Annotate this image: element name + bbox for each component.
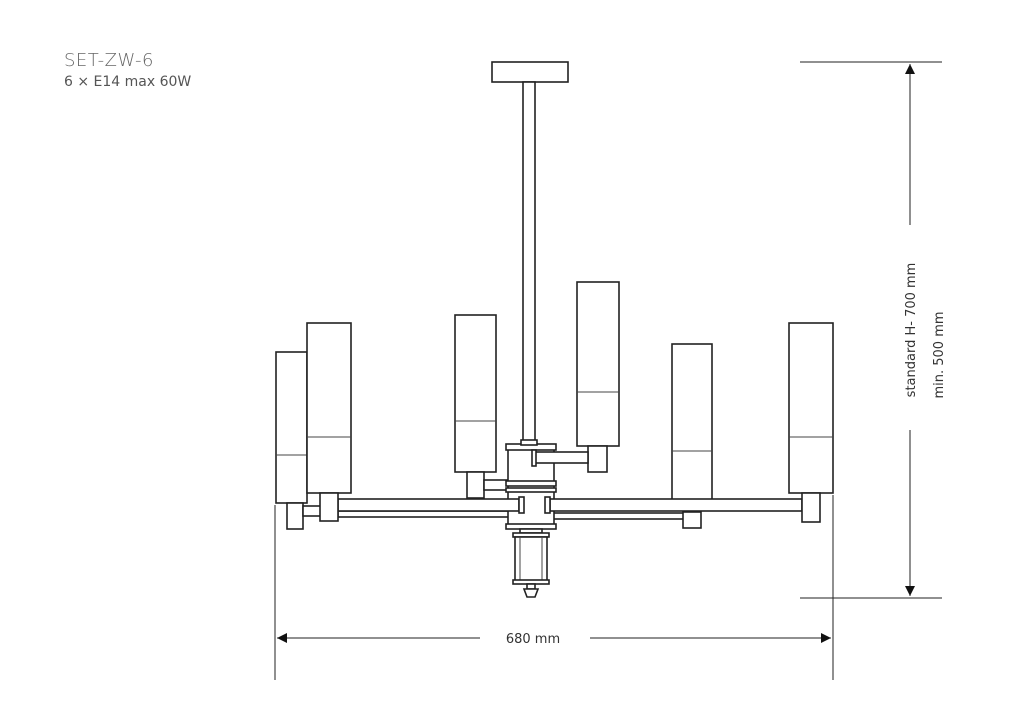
height-standard-label: standard H- 700 mm xyxy=(904,263,919,398)
height-min-label: min. 500 mm xyxy=(932,311,947,398)
lamp-shade-6 xyxy=(788,322,834,523)
arm-back-left xyxy=(337,510,511,518)
lamp-shade-5 xyxy=(671,343,713,529)
suspension-rod xyxy=(522,81,536,449)
ceiling-canopy xyxy=(491,61,569,83)
arm-front-left xyxy=(337,498,520,512)
bottom-finial xyxy=(512,528,550,598)
width-label: 680 mm xyxy=(506,632,560,647)
bulb-spec: 6 × E14 max 60W xyxy=(64,74,192,90)
model-name: SET-ZW-6 xyxy=(64,50,154,71)
lamp-shade-2 xyxy=(306,322,352,522)
arm-back-right xyxy=(551,512,685,520)
lamp-shade-4 xyxy=(531,281,620,473)
width-dimension: 680 mm xyxy=(274,495,834,680)
height-dimension: standard H- 700 mm min. 500 mm xyxy=(800,61,947,599)
arm-front-right xyxy=(549,498,803,512)
lamp-shade-3 xyxy=(454,314,511,499)
